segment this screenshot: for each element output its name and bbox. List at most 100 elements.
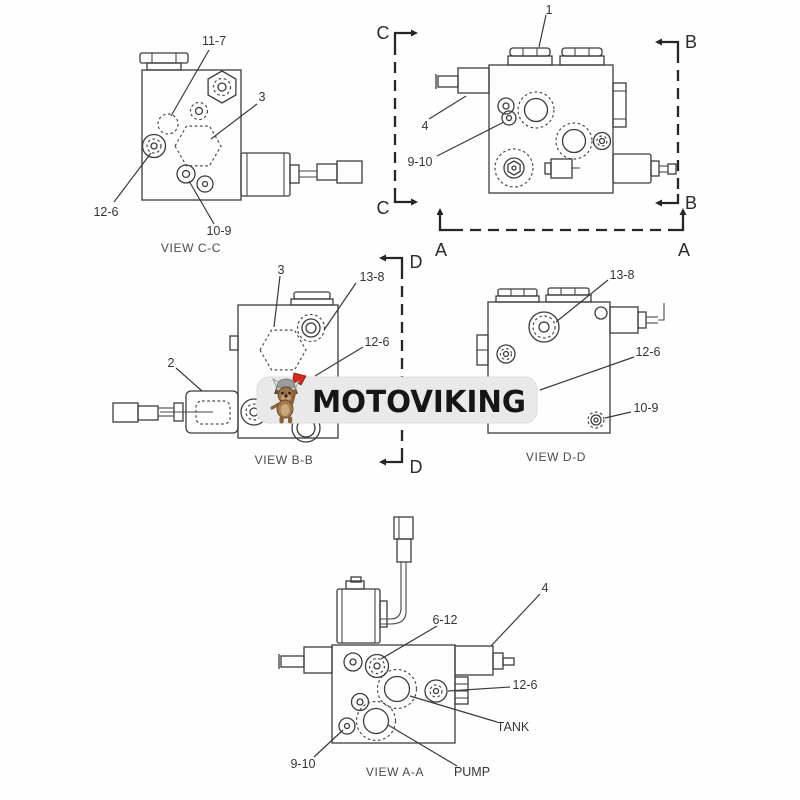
callout-10-9: 10-9	[633, 401, 658, 415]
side-fitting	[435, 67, 490, 94]
tank-port	[376, 668, 418, 710]
leader-line	[447, 686, 511, 692]
port-circle	[497, 97, 515, 115]
leader-line	[323, 282, 357, 331]
leader-line	[175, 367, 203, 392]
callout-13-8: 13-8	[609, 268, 634, 282]
callout-9-10: 9-10	[290, 757, 315, 771]
callout-13-8: 13-8	[359, 270, 384, 284]
leader-line	[313, 729, 344, 758]
view-bb: 3 13-8 12-6 2 VIEW B-B D D	[112, 252, 423, 477]
callout-6-12: 6-12	[432, 613, 457, 627]
leader-line	[113, 152, 152, 203]
connector-plug	[112, 402, 139, 423]
top-port	[559, 47, 605, 66]
callout-12-6: 12-6	[512, 678, 537, 692]
callout-3: 3	[259, 90, 266, 104]
valve-body	[237, 304, 339, 439]
top-port	[495, 288, 540, 303]
callout-10-9: 10-9	[206, 224, 231, 238]
view-bb-caption: VIEW B-B	[255, 453, 314, 467]
view-aa: 6-12 4 12-6 TANK 9-10 PUMP VIEW A-A	[278, 516, 549, 779]
leader-line	[387, 724, 458, 767]
port-12-6	[424, 679, 448, 703]
callout-2: 2	[168, 356, 175, 370]
callout-4: 4	[422, 119, 429, 133]
relief-valve	[494, 148, 580, 188]
top-port	[545, 287, 592, 303]
leader-line	[188, 180, 215, 225]
callout-11-7: 11-7	[202, 34, 226, 48]
leader-line	[314, 346, 364, 377]
section-line-a: A A	[435, 208, 690, 260]
port-9-10	[338, 717, 356, 735]
callout-1: 1	[546, 3, 553, 17]
solenoid	[336, 576, 388, 644]
leader-line	[604, 411, 632, 419]
section-letter-c-bottom: C	[377, 198, 390, 218]
leader-line	[428, 95, 467, 120]
side-tab	[229, 335, 239, 351]
leader-line	[409, 695, 498, 723]
view-aa-caption: VIEW A-A	[366, 765, 424, 779]
view-dd-caption: VIEW D-D	[526, 450, 586, 464]
port-13-8	[296, 313, 326, 343]
section-letter-b-bottom: B	[685, 193, 697, 213]
callout-tank: TANK	[497, 720, 530, 734]
port-9-10	[501, 110, 517, 126]
side-tab	[476, 334, 489, 366]
view-dd: 13-8 12-6 10-9 VIEW D-D	[476, 268, 665, 464]
wire	[380, 562, 407, 625]
port-10-9	[176, 164, 196, 184]
large-port	[555, 122, 593, 160]
leader-line	[539, 356, 635, 391]
side-tab	[612, 82, 627, 128]
leader-line	[538, 14, 547, 48]
watermark-brand: MOTOVIKING	[312, 385, 526, 420]
solenoid	[240, 152, 363, 197]
section-letter-d-bottom: D	[410, 457, 423, 477]
leader-line	[490, 593, 541, 647]
connector-plug	[393, 516, 414, 563]
port-13-8	[528, 311, 560, 343]
main-view: 1 4 9-10 C C B B	[377, 3, 698, 260]
hex-nut	[207, 70, 237, 104]
connector-plug	[316, 163, 338, 181]
leader-line	[210, 103, 258, 140]
port-circle	[196, 175, 214, 193]
leader-line	[380, 625, 438, 660]
viking-dog-icon	[270, 372, 307, 424]
valve-body	[141, 69, 242, 201]
callout-12-6: 12-6	[364, 335, 389, 349]
view-cc-caption: VIEW C-C	[161, 241, 221, 255]
side-fitting	[278, 646, 333, 674]
top-plug	[139, 52, 189, 71]
top-port	[507, 47, 553, 66]
section-line-c: C C	[377, 23, 418, 218]
leader-line	[273, 275, 281, 328]
hex-plug	[174, 125, 222, 167]
solenoid	[612, 153, 677, 184]
section-letter-b-top: B	[685, 32, 697, 52]
section-letter-a-right: A	[678, 240, 690, 260]
section-line-d: D D	[379, 252, 423, 477]
callout-12-6: 12-6	[635, 345, 660, 359]
callout-pump: PUMP	[454, 765, 490, 779]
view-cc: 11-7 3 12-6 10-9 VIEW C-C	[93, 34, 363, 255]
section-letter-a-left: A	[435, 240, 447, 260]
hex-plug	[259, 329, 307, 371]
watermark-band	[256, 376, 538, 424]
callout-9-10: 9-10	[407, 155, 432, 169]
port-circle	[496, 344, 516, 364]
solenoid	[609, 303, 665, 334]
port-11-7	[157, 113, 179, 135]
port-circle	[350, 692, 370, 712]
top-plug	[290, 291, 334, 306]
port-circle	[189, 101, 209, 121]
callout-12-6: 12-6	[93, 205, 118, 219]
port-12-6	[141, 133, 167, 159]
callout-3: 3	[278, 263, 285, 277]
port-10-9	[587, 411, 605, 429]
